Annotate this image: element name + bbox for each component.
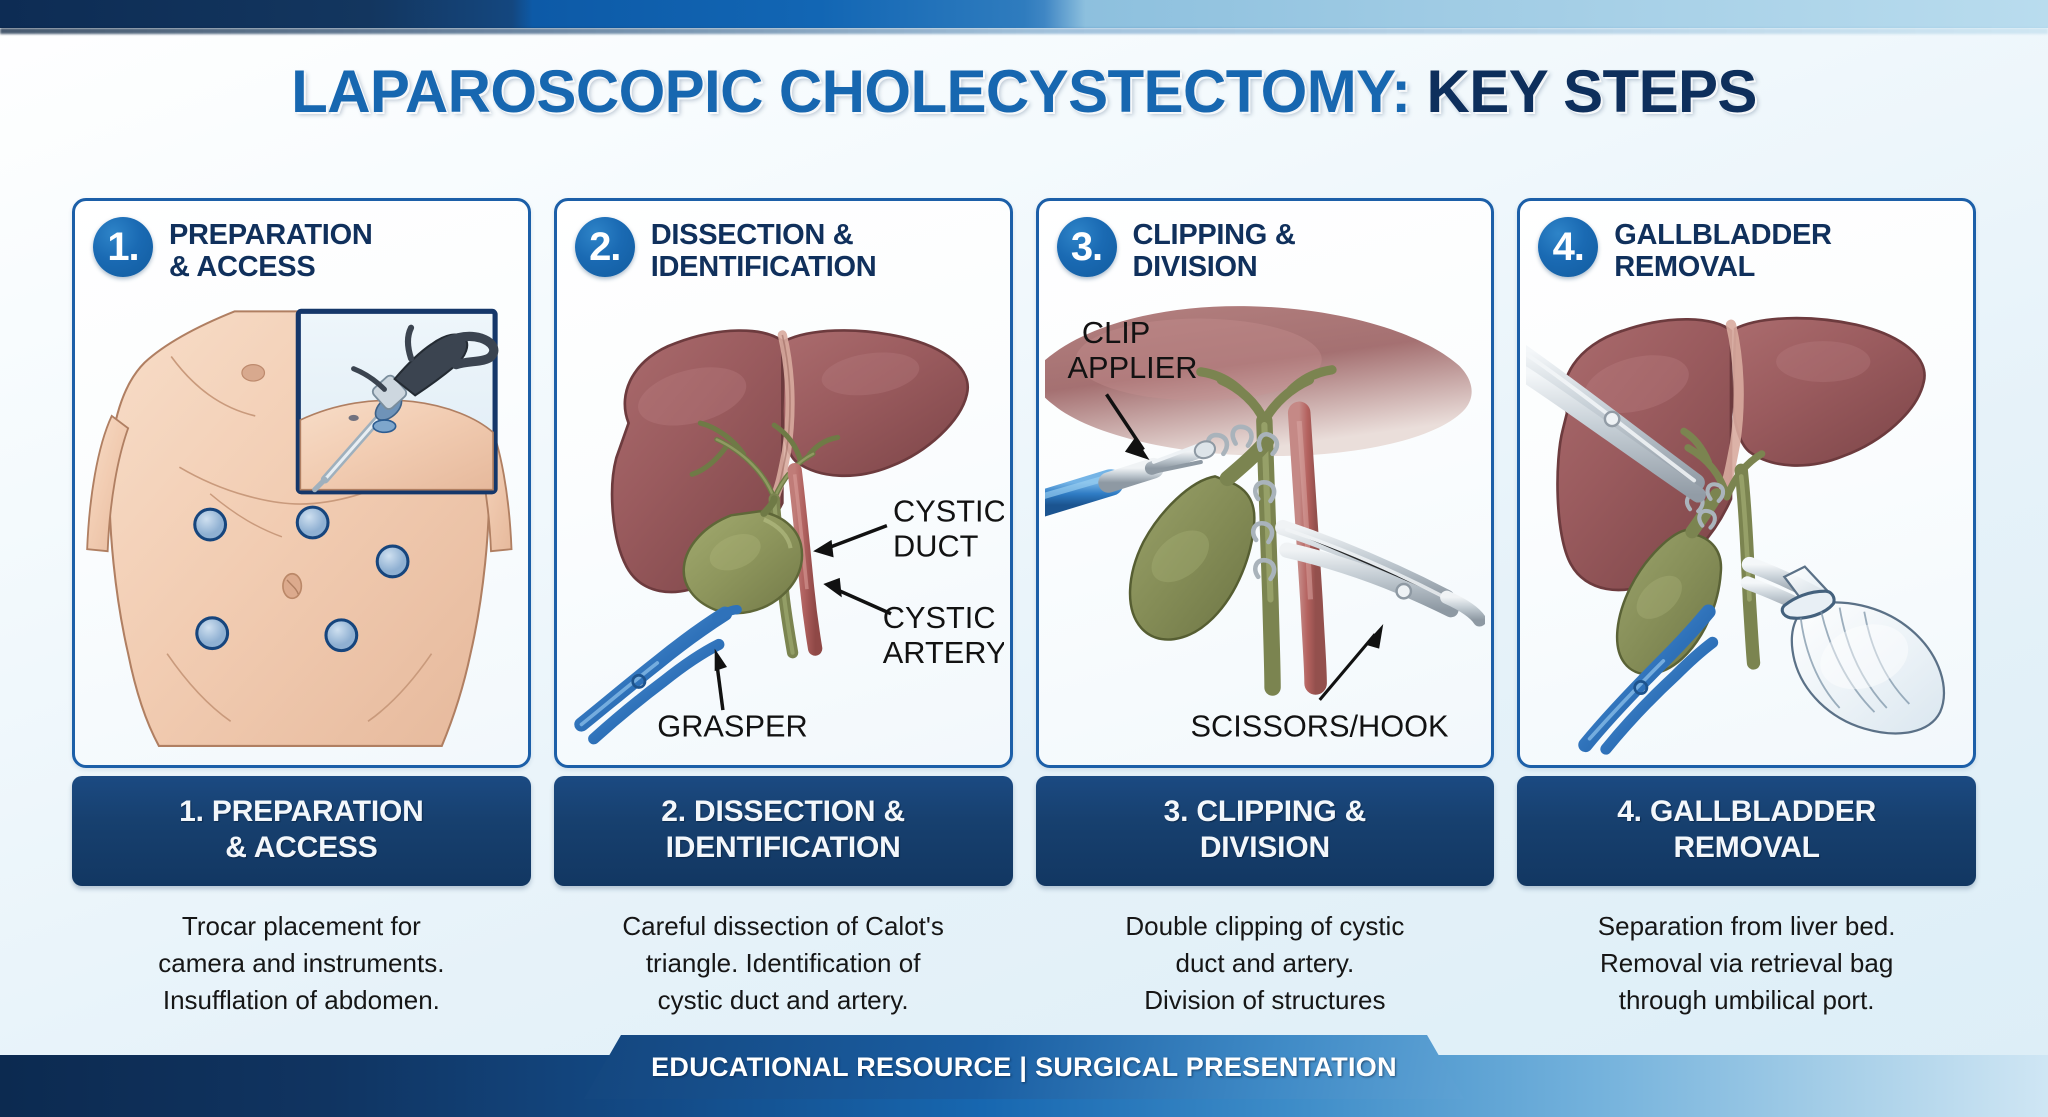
clip-applier-instrument bbox=[1044, 440, 1216, 517]
step-banner-line2-4: REMOVAL bbox=[1673, 831, 1820, 864]
step-heading-line2-2: IDENTIFICATION bbox=[650, 251, 877, 284]
step-desc-line3-1: Insufflation of abdomen. bbox=[162, 984, 440, 1015]
step-heading-line1-2: DISSECTION & bbox=[650, 219, 854, 251]
step-heading-line2-1: & ACCESS bbox=[169, 251, 316, 284]
step-banner-3: 3. CLIPPING & DIVISION bbox=[1035, 776, 1495, 886]
step-banner-4: 4. GALLBLADDER REMOVAL bbox=[1517, 776, 1976, 886]
step-banner-line1-2: 2. DISSECTION & bbox=[661, 795, 905, 828]
illustration-abdomen-trocar-ports bbox=[81, 288, 522, 759]
step-description-1: Trocar placement for camera and instrume… bbox=[72, 908, 531, 1019]
page-title-accent: KEY STEPS bbox=[1426, 58, 1758, 125]
step-desc-line1-3: Double clipping of cystic bbox=[1125, 911, 1405, 941]
step-heading-2: DISSECTION & IDENTIFICATION bbox=[651, 217, 877, 284]
step-banner-1: 1. PREPARATION & ACCESS bbox=[72, 776, 531, 886]
illustration-liver-separation-retrieval-bag bbox=[1526, 288, 1967, 759]
step-banner-line2-2: IDENTIFICATION bbox=[665, 831, 901, 864]
step-heading-line1-1: PREPARATION bbox=[169, 219, 373, 251]
top-decorative-strip bbox=[0, 0, 2048, 28]
step-panel-3: 3. CLIPPING & DIVISION bbox=[1035, 198, 1495, 1019]
step-panel-1: 1. PREPARATION & ACCESS bbox=[72, 198, 531, 1019]
label-scissors-hook: SCISSORS/HOOK bbox=[1190, 623, 1449, 744]
step-header-4: 4. GALLBLADDER REMOVAL bbox=[1520, 201, 1973, 288]
step-banner-line1-1: 1. PREPARATION bbox=[179, 795, 424, 828]
step-desc-line3-2: cystic duct and artery. bbox=[657, 984, 909, 1015]
page-title-main: LAPAROSCOPIC CHOLECYSTECTOMY: bbox=[291, 58, 1411, 125]
step-card-3: 3. CLIPPING & DIVISION bbox=[1035, 198, 1495, 768]
label-cystic-duct: CYSTIC DUCT bbox=[812, 493, 1004, 563]
step-description-3: Double clipping of cystic duct and arter… bbox=[1036, 908, 1495, 1019]
step-desc-line1-2: Careful dissection of Calot's bbox=[622, 911, 944, 941]
step-heading-1: PREPARATION & ACCESS bbox=[169, 217, 373, 284]
top-strip-shadow bbox=[0, 28, 2048, 34]
step-desc-line2-3: duct and artery. bbox=[1175, 947, 1355, 978]
step-card-4: 4. GALLBLADDER REMOVAL bbox=[1517, 198, 1976, 768]
scissors-hook-instrument bbox=[1274, 519, 1486, 627]
step-header-1: 1. PREPARATION & ACCESS bbox=[75, 201, 528, 288]
page-title: LAPAROSCOPIC CHOLECYSTECTOMY: KEY STEPS bbox=[0, 62, 2048, 122]
retrieval-bag bbox=[1740, 556, 1946, 735]
step-banner-line1-4: 4. GALLBLADDER bbox=[1617, 795, 1877, 828]
step-banner-line2-3: DIVISION bbox=[1199, 831, 1330, 864]
step-desc-line3-4: through umbilical port. bbox=[1618, 984, 1875, 1015]
step-description-4: Separation from liver bed. Removal via r… bbox=[1517, 908, 1976, 1019]
step-heading-line2-3: DIVISION bbox=[1132, 251, 1258, 284]
step-number-badge-3: 3. bbox=[1056, 217, 1117, 277]
svg-text:CYSTIC: CYSTIC bbox=[883, 600, 996, 635]
step-heading-line2-4: REMOVAL bbox=[1614, 251, 1755, 284]
svg-text:DUCT: DUCT bbox=[893, 528, 979, 563]
step-number-badge-4: 4. bbox=[1538, 217, 1599, 277]
step-heading-3: CLIPPING & DIVISION bbox=[1133, 217, 1296, 284]
step-card-1: 1. PREPARATION & ACCESS bbox=[72, 198, 531, 768]
svg-text:ARTERY: ARTERY bbox=[883, 635, 1004, 670]
step-banner-line1-3: 3. CLIPPING & bbox=[1163, 795, 1367, 828]
svg-text:SCISSORS/HOOK: SCISSORS/HOOK bbox=[1190, 709, 1449, 744]
step-desc-line2-4: Removal via retrieval bag bbox=[1599, 947, 1894, 978]
illustration-liver-gallbladder-grasper: CYSTIC DUCT CYSTIC ARTERY GRASPE bbox=[563, 288, 1004, 759]
label-cystic-artery: CYSTIC ARTERY bbox=[823, 577, 1004, 670]
illustration-clip-applier-scissors: CLIP APPLIER SCISSORS/HOOK bbox=[1044, 288, 1486, 759]
step-heading-line1-3: CLIPPING & bbox=[1132, 219, 1296, 251]
step-desc-line3-3: Division of structures bbox=[1144, 984, 1386, 1015]
step-banner-2: 2. DISSECTION & IDENTIFICATION bbox=[553, 776, 1013, 886]
svg-text:CYSTIC: CYSTIC bbox=[893, 493, 1004, 528]
step-desc-line1-4: Separation from liver bed. bbox=[1597, 911, 1896, 941]
step-card-2: 2. DISSECTION & IDENTIFICATION bbox=[553, 198, 1013, 768]
step-header-2: 2. DISSECTION & IDENTIFICATION bbox=[557, 201, 1010, 288]
step-heading-4: GALLBLADDER REMOVAL bbox=[1614, 217, 1832, 284]
grasper-instrument-4 bbox=[1578, 604, 1719, 755]
dissection-scissors bbox=[1526, 344, 1707, 503]
step-number-badge-2: 2. bbox=[574, 217, 635, 277]
footer-text: EDUCATIONAL RESOURCE | SURGICAL PRESENTA… bbox=[651, 1051, 1397, 1082]
page-title-container: LAPAROSCOPIC CHOLECYSTECTOMY: KEY STEPS bbox=[0, 62, 2048, 122]
step-desc-line2-1: camera and instruments. bbox=[158, 947, 445, 978]
svg-text:CLIP: CLIP bbox=[1081, 315, 1149, 350]
svg-text:APPLIER: APPLIER bbox=[1067, 350, 1197, 385]
trocar-inset-detail bbox=[295, 308, 499, 495]
step-panel-2: 2. DISSECTION & IDENTIFICATION bbox=[553, 198, 1013, 1019]
step-description-2: Careful dissection of Calot's triangle. … bbox=[554, 908, 1013, 1019]
step-desc-line1-1: Trocar placement for bbox=[181, 911, 421, 941]
step-header-3: 3. CLIPPING & DIVISION bbox=[1039, 201, 1492, 288]
step-desc-line2-2: triangle. Identification of bbox=[645, 947, 921, 978]
step-panel-4: 4. GALLBLADDER REMOVAL bbox=[1517, 198, 1976, 1019]
svg-text:GRASPER: GRASPER bbox=[657, 709, 807, 744]
step-number-badge-1: 1. bbox=[93, 217, 153, 277]
label-grasper: GRASPER bbox=[657, 648, 807, 744]
step-banner-line2-1: & ACCESS bbox=[225, 831, 378, 864]
steps-grid: 1. PREPARATION & ACCESS bbox=[72, 198, 1976, 1015]
footer-banner: EDUCATIONAL RESOURCE | SURGICAL PRESENTA… bbox=[584, 1035, 1464, 1099]
grasper-instrument bbox=[574, 604, 742, 745]
step-heading-line1-4: GALLBLADDER bbox=[1614, 219, 1832, 251]
label-clip-applier: CLIP APPLIER bbox=[1067, 315, 1197, 460]
